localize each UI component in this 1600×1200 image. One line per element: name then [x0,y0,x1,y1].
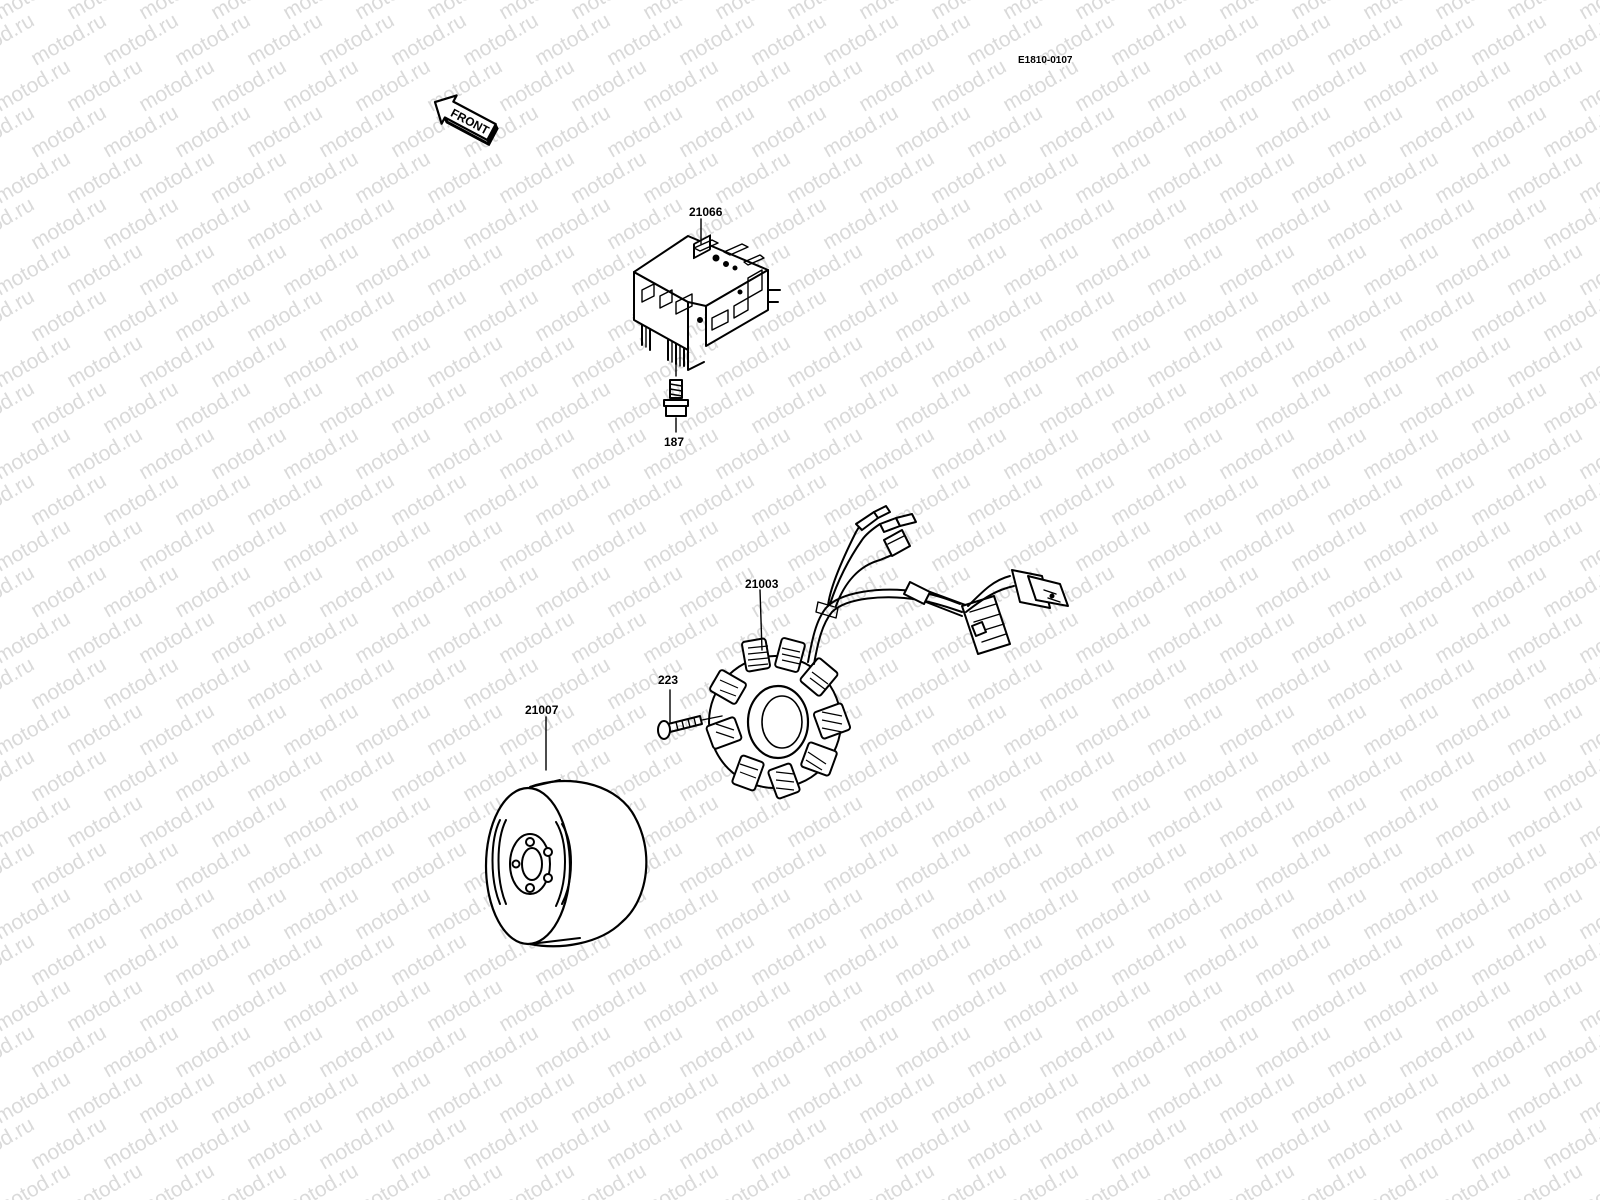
part-number-187: 187 [664,435,684,449]
front-arrow-icon: FRONT [433,94,499,147]
stator-coil-icon [705,505,1069,800]
part-number-21007: 21007 [525,703,559,717]
part-number-21066: 21066 [689,205,723,219]
flanged-bolt-icon [663,349,689,417]
part-number-223: 223 [658,673,678,687]
regulator-rectifier-icon [633,234,781,371]
drawing-code: E1810-0107 [1018,55,1073,66]
flywheel-rotor-icon [484,779,648,948]
part-number-21003: 21003 [745,577,779,591]
screw-icon [657,715,723,740]
